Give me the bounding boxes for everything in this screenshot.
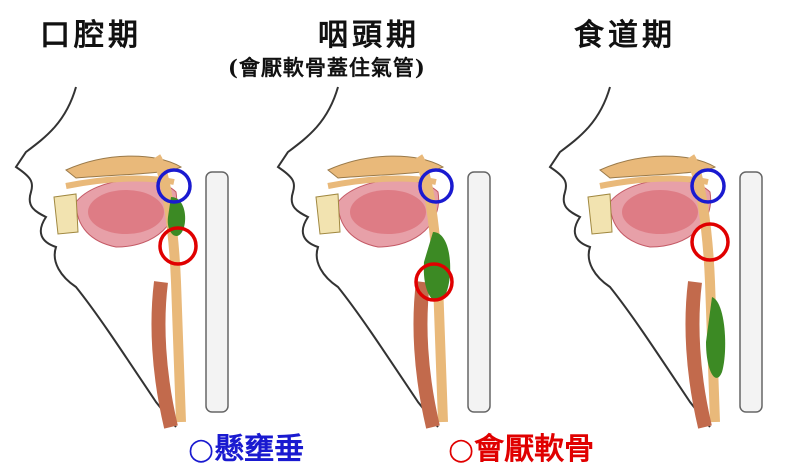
title-esophageal-stage: 食道期 [574,10,676,54]
oral-stage-illustration [6,82,264,432]
face-profile [550,87,710,427]
tongue-core [88,190,164,234]
title-pharyngeal-note: (會厭軟骨蓋住氣管) [228,52,426,82]
legend-uvula: ○懸壅垂 [188,424,304,468]
title-oral-stage: 口腔期 [40,10,142,54]
trachea [158,282,171,427]
legend-epiglottis: ○會厭軟骨 [448,424,594,468]
trachea [692,282,705,427]
title-pharyngeal-stage: 咽頭期 [318,10,420,54]
esophageal-stage-illustration [540,82,798,432]
face-profile [278,87,438,427]
teeth [54,194,78,234]
cervical-spine [468,172,490,412]
tongue-core [350,190,426,234]
cervical-spine [740,172,762,412]
pharyngeal-stage-illustration [268,82,526,432]
tongue-core [622,190,698,234]
trachea [420,282,433,427]
teeth [316,194,340,234]
face-profile [16,87,176,427]
teeth [588,194,612,234]
cervical-spine [206,172,228,412]
